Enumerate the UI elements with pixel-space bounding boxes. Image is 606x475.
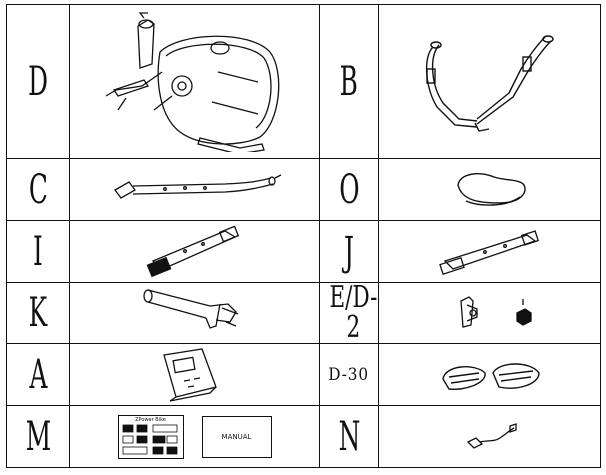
part-image-cell xyxy=(378,158,601,221)
manual-booklet: MANUAL xyxy=(201,415,272,458)
part-label: D-30 xyxy=(328,365,370,385)
quick-guide-title: ZPower Bike xyxy=(135,416,166,423)
part-label: J xyxy=(344,228,354,275)
quick-guide-diagram-icon xyxy=(122,424,177,454)
part-label: M xyxy=(25,413,51,460)
knob-icon xyxy=(459,296,532,328)
part-label-cell: D xyxy=(6,4,70,159)
quick-guide-card: ZPower Bike xyxy=(117,414,184,459)
pedal-icon xyxy=(441,362,540,390)
part-label-cell: D-30 xyxy=(319,343,379,406)
adapter-icon xyxy=(466,422,517,449)
part-label-cell: A xyxy=(6,343,70,406)
part-label-cell: I xyxy=(6,220,70,283)
table-row: C O xyxy=(6,158,601,221)
seat-post-icon xyxy=(113,173,281,199)
part-label: B xyxy=(339,58,359,105)
part-label: N xyxy=(338,413,360,460)
part-label-cell: C xyxy=(6,158,70,221)
console-icon xyxy=(162,347,217,402)
part-image-cell xyxy=(69,282,320,344)
part-image-cell xyxy=(378,220,601,283)
part-label: C xyxy=(28,166,48,213)
part-label-cell: J xyxy=(319,220,379,283)
part-label: O xyxy=(338,166,360,213)
part-label-cell: O xyxy=(319,158,379,221)
saddle-icon xyxy=(456,172,526,206)
parts-list-sheet: D B xyxy=(6,4,601,468)
part-label-cell: M xyxy=(6,405,70,468)
part-image-cell xyxy=(378,282,601,344)
part-label: K xyxy=(28,290,48,336)
stabilizer-icon xyxy=(438,229,539,275)
post-icon xyxy=(142,289,238,329)
bike-frame-icon xyxy=(105,11,279,152)
part-label-cell: B xyxy=(319,4,379,159)
part-label-cell: K xyxy=(6,282,70,344)
part-image-cell xyxy=(378,4,601,159)
part-image-cell xyxy=(69,4,320,159)
part-image-cell xyxy=(69,220,320,283)
part-label-cell: E/D-2 xyxy=(319,280,379,345)
part-image-cell xyxy=(69,158,320,221)
handlebar-icon xyxy=(425,34,554,132)
table-row: K E/D-2 xyxy=(6,280,601,345)
part-image-cell xyxy=(69,343,320,406)
part-label: E/D-2 xyxy=(329,280,378,345)
table-row: M ZPower Bike xyxy=(6,405,601,468)
part-image-cell xyxy=(378,343,601,406)
stabilizer-icon xyxy=(146,225,239,277)
part-label: I xyxy=(33,228,43,275)
part-label: D xyxy=(28,58,48,105)
table-row: D B xyxy=(6,4,601,159)
part-label: A xyxy=(29,351,47,398)
parts-table: D B xyxy=(6,4,601,468)
manual-pack: ZPower Bike MANUAL xyxy=(70,414,319,459)
part-label-cell: N xyxy=(319,405,379,468)
part-image-cell xyxy=(378,405,601,468)
table-row: I J xyxy=(6,220,601,283)
table-row: A D-30 xyxy=(6,343,601,406)
part-image-cell: ZPower Bike MANUAL xyxy=(69,405,320,468)
